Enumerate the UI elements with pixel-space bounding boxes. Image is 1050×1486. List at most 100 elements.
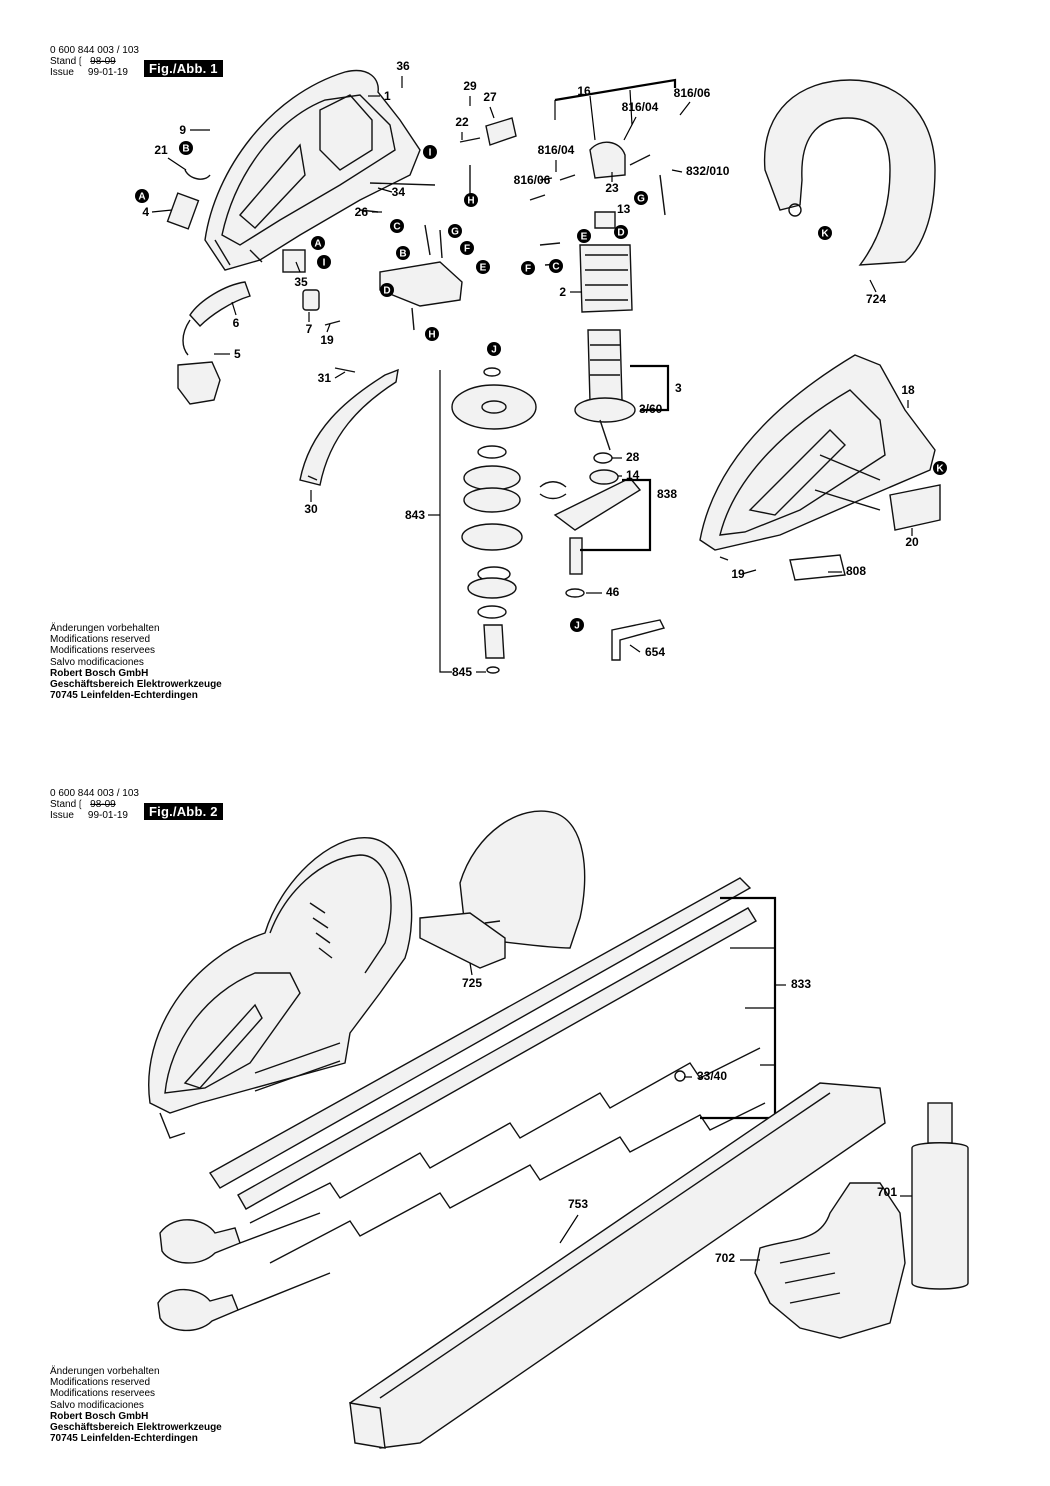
part-callout-label: 34 <box>392 185 406 199</box>
part-callout-label: 3/60 <box>639 402 663 416</box>
part-callout-label: 4 <box>142 205 149 219</box>
figure-label: Fig./Abb. 2 <box>144 803 223 820</box>
part-callout-label: 816/04 <box>538 143 575 157</box>
footer-notes: Änderungen vorbehalten Modifications res… <box>50 623 222 701</box>
part-callout-label: 33/40 <box>697 1069 727 1083</box>
part-callout-label: 701 <box>877 1185 897 1199</box>
part-callout-label: 29 <box>463 79 477 93</box>
part-callout-label: 26 <box>355 205 369 219</box>
reference-marker-letter: G <box>451 227 459 238</box>
figure-label: Fig./Abb. 1 <box>144 60 223 77</box>
part-callout-label: 833 <box>791 977 811 991</box>
glove-part <box>754 1182 906 1339</box>
note-line: Änderungen vorbehalten <box>50 1366 160 1377</box>
callout-leader-line <box>469 962 473 976</box>
part-callout-label: 27 <box>483 90 497 104</box>
part-callout-label: 16 <box>577 84 591 98</box>
switch-and-cable-parts <box>166 117 517 486</box>
callout-leader-line <box>489 106 495 119</box>
reference-marker-letter: I <box>323 258 326 269</box>
callout-leader-line <box>623 116 637 141</box>
reference-marker-letter: F <box>525 264 531 275</box>
part-callout-label: 724 <box>866 292 886 306</box>
part-callout-label: 702 <box>715 1251 735 1265</box>
reference-marker-circle <box>448 224 462 238</box>
reference-marker-circle <box>549 259 563 273</box>
issue-value: 99-01-19 <box>87 810 128 821</box>
part-callout-label: 19 <box>731 567 745 581</box>
callout-leader-line <box>629 644 641 653</box>
part-callout-label: 816/06 <box>514 173 551 187</box>
part-callout-label: 14 <box>626 468 640 482</box>
reference-marker-circle <box>423 145 437 159</box>
part-callout-label: 20 <box>905 535 919 549</box>
reference-marker-circle <box>390 219 404 233</box>
reference-marker-circle <box>614 225 628 239</box>
part-callout-label: 36 <box>396 59 410 73</box>
callout-leader-line <box>334 371 346 379</box>
part-callout-label: 18 <box>901 383 915 397</box>
reference-marker-letter: B <box>182 144 189 155</box>
callout-leader-line <box>231 301 237 316</box>
doc-number: 0 600 844 003 / 103 <box>50 45 139 56</box>
stand-label: Stand <box>50 56 77 67</box>
part-callout-label: 9 <box>179 123 186 137</box>
reference-marker-circle <box>818 226 832 240</box>
issue-label: Issue <box>50 67 74 78</box>
reference-marker-letter: D <box>383 286 390 297</box>
reference-marker-letter: E <box>480 263 487 274</box>
part-callout-label: 35 <box>294 275 308 289</box>
part-callout-label: 816/06 <box>674 86 711 100</box>
document-header: 0 600 844 003 / 103 Stand❲98-09 Issue 99… <box>50 788 139 821</box>
note-line: Salvo modificaciones <box>50 656 144 668</box>
reference-marker-letter: K <box>821 229 829 240</box>
gear-stack-parts <box>439 367 567 674</box>
note-line: Modifications reservees <box>50 1388 156 1400</box>
reference-marker-circle <box>577 229 591 243</box>
part-callout-label: 2 <box>559 285 566 299</box>
reference-marker-circle <box>135 189 149 203</box>
callout-leader-line <box>559 1214 579 1244</box>
part-callout-label: 843 <box>405 508 425 522</box>
reference-marker-letter: E <box>581 232 588 243</box>
footer-notes: Änderungen vorbehalten Modifications res… <box>50 1366 222 1444</box>
reference-marker-circle <box>460 241 474 255</box>
company-line: Geschäftsbereich Elektrowerkzeuge <box>50 679 222 691</box>
reference-marker-circle <box>311 236 325 250</box>
callout-leader-line <box>679 101 691 116</box>
part-callout-label: 46 <box>606 585 620 599</box>
reference-marker-letter: F <box>464 244 470 255</box>
cutter-blade-parts <box>157 877 766 1332</box>
callout-leader-line <box>377 187 393 193</box>
reference-marker-circle <box>487 342 501 356</box>
oil-bottle-part <box>911 1102 969 1290</box>
stand-value: 98-09 <box>90 799 116 810</box>
reference-marker-circle <box>317 255 331 269</box>
reference-marker-letter: J <box>574 621 580 632</box>
blade-scabbard-part <box>349 1082 886 1449</box>
part-callout-label: 30 <box>304 502 318 516</box>
handle-loop-part <box>763 79 936 266</box>
reference-marker-circle <box>476 260 490 274</box>
part-callout-label: 6 <box>233 316 240 330</box>
part-callout-label: 7 <box>306 322 313 336</box>
reference-marker-letter: H <box>467 196 474 207</box>
exploded-view-diagram-1: 361292792221434263567195313016816/06816/… <box>135 59 947 679</box>
issue-value: 99-01-19 <box>87 67 128 78</box>
stand-label: Stand <box>50 799 77 810</box>
reference-marker-circle <box>634 191 648 205</box>
trimmer-body-part <box>148 837 413 1139</box>
callout-leader-line <box>151 209 173 213</box>
part-callout-label: 31 <box>318 371 332 385</box>
motor-parts <box>529 141 666 661</box>
note-line: Modifications reserved <box>50 1377 151 1389</box>
reference-marker-letter: C <box>393 222 400 233</box>
reference-marker-circle <box>521 261 535 275</box>
note-line: Modifications reserved <box>50 634 151 646</box>
callout-leader-line <box>539 177 553 181</box>
reference-marker-circle <box>425 327 439 341</box>
reference-marker-letter: C <box>552 262 559 273</box>
note-line: Änderungen vorbehalten <box>50 623 160 634</box>
